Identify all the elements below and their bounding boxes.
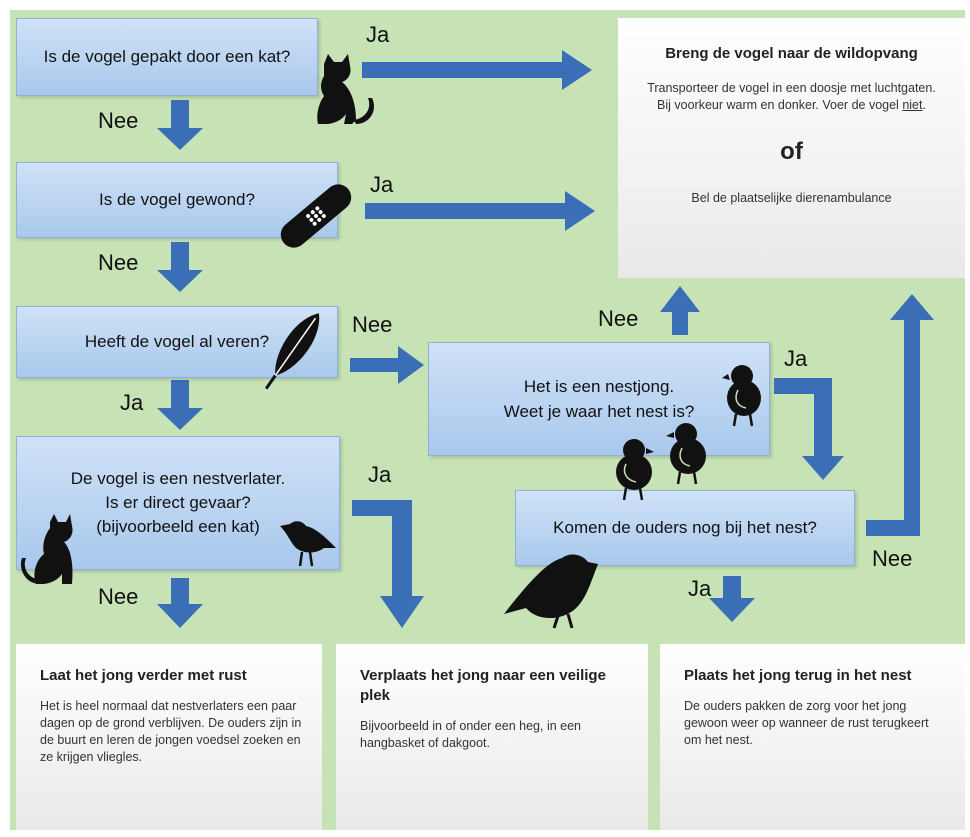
feather-icon <box>264 313 320 390</box>
outcome-text: Bijvoorbeeld in of onder een heg, in een… <box>360 719 581 750</box>
label-q4-ja: Ja <box>368 462 392 487</box>
cat-icon <box>20 514 73 584</box>
chick-icon <box>616 439 654 501</box>
chick-icon <box>722 365 761 427</box>
label-q3-ja: Ja <box>120 390 144 415</box>
arrow-q3-ja <box>157 380 203 430</box>
arrow-q4-nee <box>157 578 203 628</box>
arrow-q6-nee <box>866 294 934 536</box>
or-separator: of <box>780 138 803 165</box>
arrow-q4-ja <box>352 500 424 628</box>
question-box-cat: Is de vogel gepakt door een kat? <box>16 18 318 96</box>
label-q2-ja: Ja <box>370 172 394 197</box>
question-text: Het is een nestjong. Weet je waar het ne… <box>503 377 695 421</box>
label-q3-nee: Nee <box>352 312 393 337</box>
label-q1-ja: Ja <box>366 22 390 47</box>
question-box-nestling: Het is een nestjong. Weet je waar het ne… <box>428 342 770 456</box>
cat-icon <box>317 54 375 124</box>
outcome-title: Verplaats het jong naar een veilige plek <box>360 667 606 704</box>
label-q4-nee: Nee <box>98 584 139 609</box>
arrow-q6-ja <box>709 576 755 622</box>
question-text: Heeft de vogel al veren? <box>84 332 270 351</box>
arrow-q2-nee <box>157 242 203 292</box>
underlined-word: niet <box>902 98 923 112</box>
arrow-q1-nee <box>157 100 203 150</box>
arrow-q5-nee <box>660 286 700 335</box>
bird-icon <box>504 554 598 629</box>
label-q5-nee: Nee <box>598 306 639 331</box>
outcome-verplaats: Verplaats het jong naar een veilige plek… <box>336 644 648 830</box>
outcome-title: Breng de vogel naar de wildopvang <box>665 45 918 62</box>
arrow-q1-ja <box>362 50 592 90</box>
question-box-wounded: Is de vogel gewond? <box>16 162 338 238</box>
question-box-fledgling: De vogel is een nestverlater. Is er dire… <box>16 436 340 570</box>
outcome-alt-text: Bel de plaatselijke dierenambulance <box>691 191 892 205</box>
outcome-text: Het is heel normaal dat nestverlaters ee… <box>40 699 302 764</box>
outcome-text: De ouders pakken de zorg voor het jong g… <box>684 699 929 747</box>
question-text: Is de vogel gepakt door een kat? <box>43 47 291 66</box>
label-q5-ja: Ja <box>784 346 808 371</box>
question-text: Is de vogel gewond? <box>99 190 255 209</box>
bird-icon <box>280 521 336 567</box>
arrow-q3-nee <box>350 346 424 384</box>
arrow-q5-ja <box>774 378 844 480</box>
outcome-text: Transporteer de vogel in een doosje met … <box>647 81 936 112</box>
outcome-title: Laat het jong verder met rust <box>40 667 247 684</box>
label-q6-nee: Nee <box>872 546 913 571</box>
outcome-title: Plaats het jong terug in het nest <box>684 667 912 684</box>
question-text: De vogel is een nestverlater. Is er dire… <box>70 469 286 536</box>
arrow-q2-ja <box>365 191 595 231</box>
label-q2-nee: Nee <box>98 250 139 275</box>
question-box-parents: Komen de ouders nog bij het nest? <box>515 490 855 566</box>
outcome-wildopvang: Breng de vogel naar de wildopvang Transp… <box>618 18 965 278</box>
outcome-terug: Plaats het jong terug in het nest De oud… <box>660 644 965 830</box>
question-text: Komen de ouders nog bij het nest? <box>553 518 817 537</box>
chick-icon <box>666 423 706 485</box>
outcome-rust: Laat het jong verder met rust Het is hee… <box>16 644 322 830</box>
label-q6-ja: Ja <box>688 576 712 601</box>
bandage-icon <box>280 184 352 248</box>
label-q1-nee: Nee <box>98 108 139 133</box>
